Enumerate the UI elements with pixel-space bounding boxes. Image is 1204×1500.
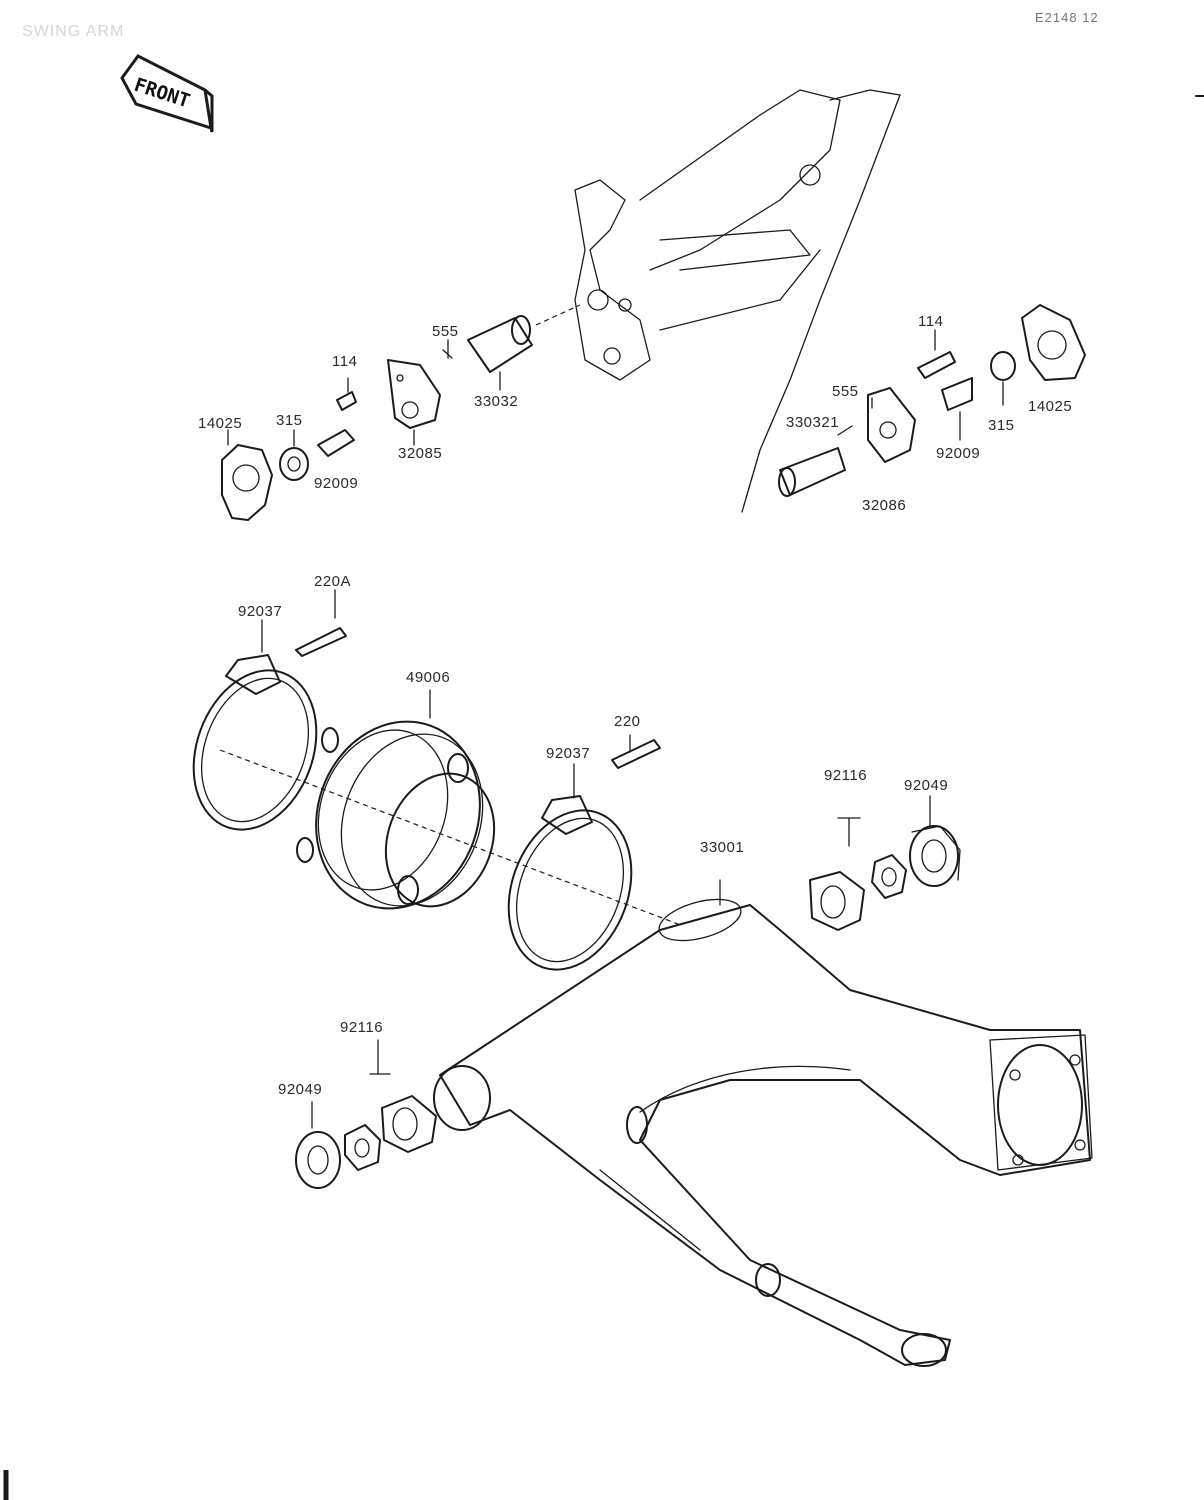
part-labels: 14025 315 92009 114 32085 555 33032 114 …: [198, 313, 1072, 1098]
left-bearing-set: [295, 1039, 437, 1189]
part-label-49006: 49006: [406, 669, 450, 686]
part-label-114-left: 114: [332, 353, 357, 370]
part-label-33032-right: 330321: [786, 414, 839, 431]
part-label-555-right: 555: [832, 383, 859, 400]
part-label-315-left: 315: [276, 412, 303, 429]
right-bearing-set: [809, 795, 961, 931]
part-label-92009-left: 92009: [314, 475, 358, 492]
figure-code: E2148 12: [1035, 10, 1099, 25]
drive-boot: [296, 689, 496, 910]
part-label-92116-left: 92116: [340, 1019, 383, 1036]
part-label-114-right: 114: [918, 313, 943, 330]
part-label-555-left: 555: [432, 323, 459, 340]
part-label-92116-right: 92116: [824, 767, 867, 784]
part-label-92049-right: 92049: [904, 777, 948, 794]
part-label-220: 220: [614, 713, 641, 730]
part-label-14025-right: 14025: [1028, 398, 1072, 415]
part-label-33001: 33001: [700, 839, 744, 856]
swing-arm-body: [433, 879, 1093, 1367]
part-label-32086: 32086: [862, 497, 906, 514]
part-label-33032-left: 33032: [474, 393, 518, 410]
clamp-left: [192, 589, 347, 831]
part-label-92009-right: 92009: [936, 445, 980, 462]
part-label-92037-right: 92037: [546, 745, 590, 762]
frame-section: [535, 89, 901, 513]
part-label-14025-left: 14025: [198, 415, 242, 432]
part-label-220A: 220A: [314, 573, 351, 590]
part-label-92037-left: 92037: [238, 603, 282, 620]
part-label-32085: 32085: [398, 445, 442, 462]
front-arrow-icon: FRONT: [120, 54, 214, 133]
part-label-92049-left: 92049: [278, 1081, 322, 1098]
left-pivot-parts: [221, 315, 533, 521]
clamp-right: [507, 734, 661, 971]
part-label-315-right: 315: [988, 417, 1015, 434]
right-pivot-parts: [778, 304, 1086, 497]
section-title: SWING ARM: [22, 23, 124, 40]
